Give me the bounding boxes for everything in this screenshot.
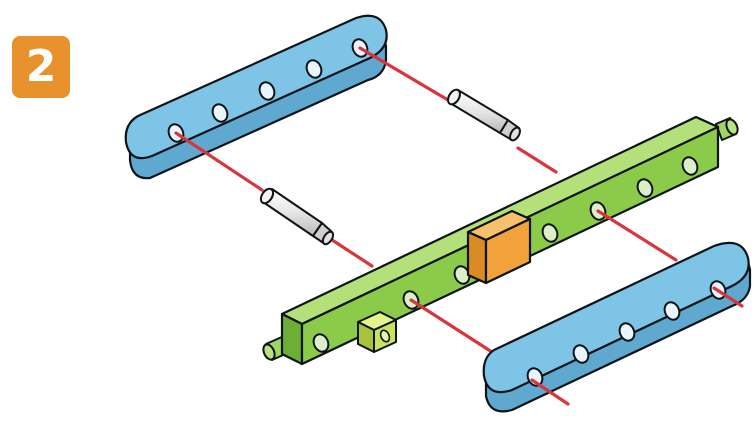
guide-lines-through	[530, 286, 744, 406]
white-peg-lower	[259, 187, 335, 246]
lime-nub	[357, 311, 397, 353]
green-bar	[262, 115, 739, 366]
top-blue-bar	[124, 14, 388, 180]
step-number-badge: 2	[12, 36, 70, 98]
guide-lines-upper	[174, 46, 558, 268]
bottom-blue-bar	[482, 241, 752, 413]
orange-connector	[466, 209, 532, 285]
guide-lines-lower	[409, 209, 678, 354]
white-peg-upper	[447, 88, 521, 142]
